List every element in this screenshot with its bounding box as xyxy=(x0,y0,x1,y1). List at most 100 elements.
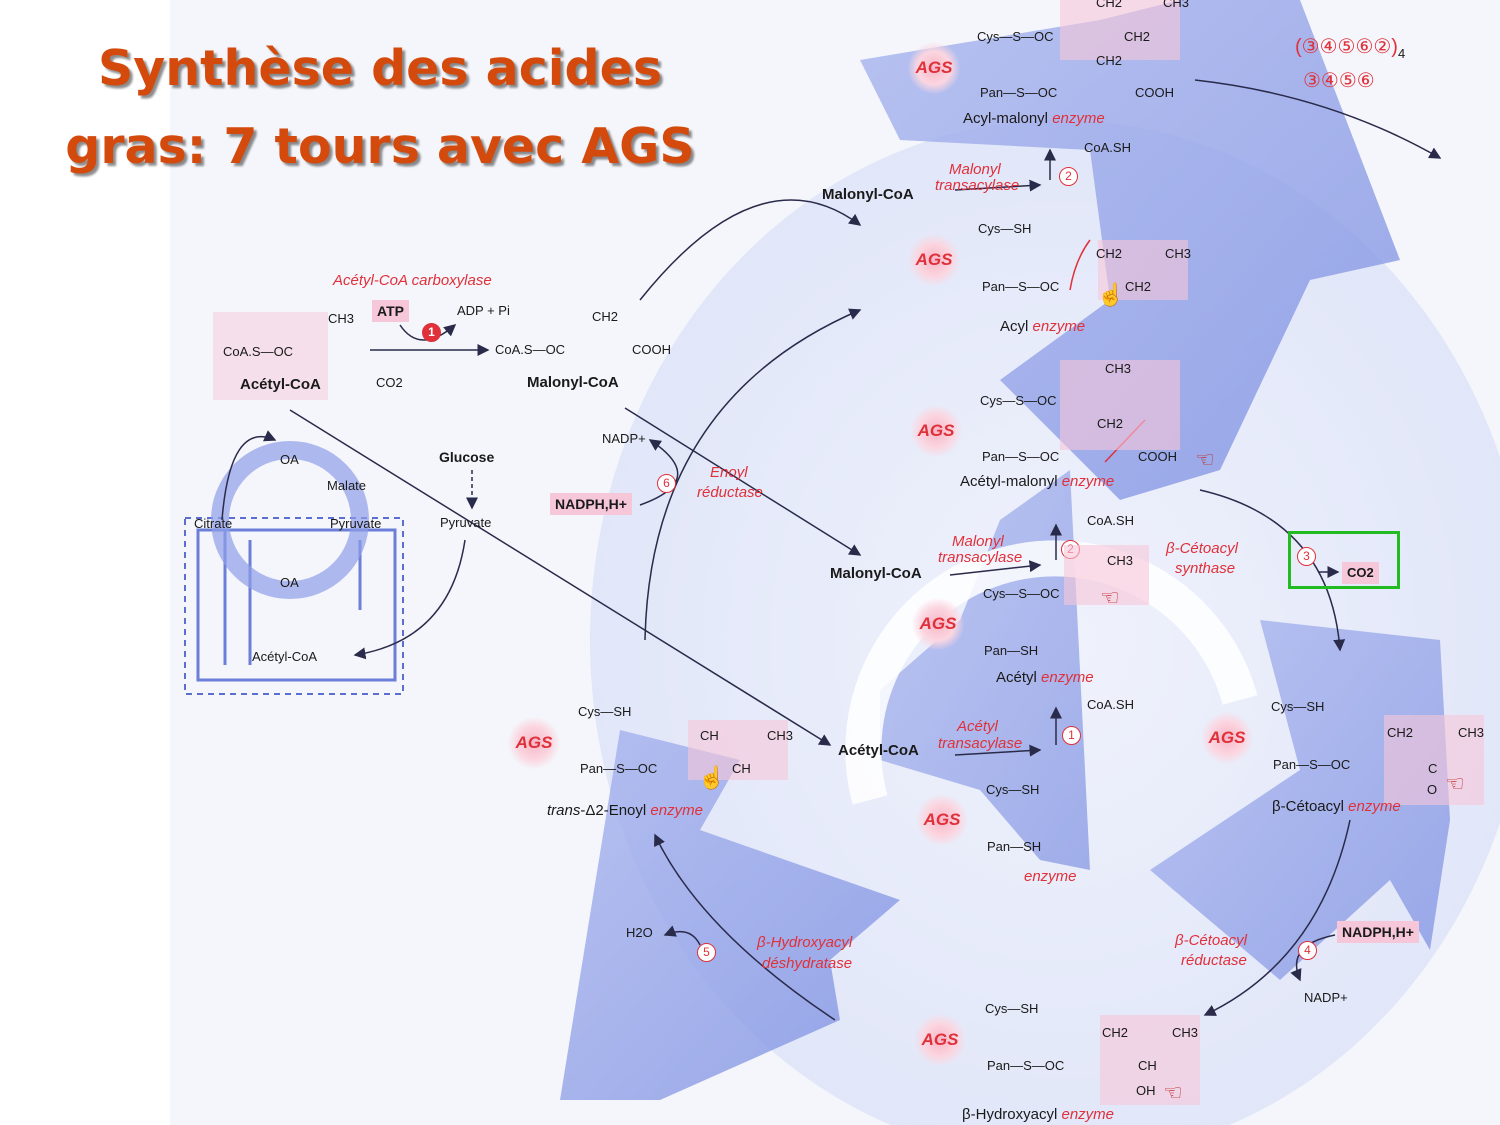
ags-free: AGS xyxy=(916,794,968,846)
pointing-hand-icon: ☝ xyxy=(1097,282,1125,307)
mito-malate: Malate xyxy=(327,478,367,493)
ags-acetyl: AGS xyxy=(912,598,964,650)
cycle-notation-subscript: 4 xyxy=(1397,46,1406,61)
acetyl-malonyl-name: Acétyl-malonyl xyxy=(960,473,1058,490)
enoyl-reductase-label1: Enoyl xyxy=(710,464,748,481)
mito-pyruvate: Pyruvate xyxy=(330,516,382,531)
enoyl-highlight xyxy=(688,720,788,780)
synthase-label1: β-Cétoacyl xyxy=(1166,540,1238,557)
nadph-tag-4: NADPH,H+ xyxy=(1337,921,1419,943)
enoyl-reductase-label2: réductase xyxy=(697,484,763,501)
malonyl-coa-group-cooh: COOH xyxy=(632,342,671,357)
ags-acetyl-malonyl: AGS xyxy=(910,405,962,457)
hydroxyacyl-name: β-Hydroxyacyl xyxy=(962,1106,1058,1123)
big-arrow-right xyxy=(1150,620,1450,980)
acetyl-malonyl-group-1: CH2 xyxy=(1097,416,1124,431)
mito-acetyl-coa: Acétyl-CoA xyxy=(252,649,318,664)
pointing-hand-icon: ☜ xyxy=(1163,1080,1183,1105)
malonyl-coa-mid-substrate: Malonyl-CoA xyxy=(830,565,922,582)
acetyl-malonyl-highlight xyxy=(1060,360,1180,450)
co2-out-tag: CO2 xyxy=(1342,562,1379,584)
acetyl-malonyl-cys: Cys—S—OC xyxy=(980,393,1057,408)
ketoacyl-reductase-1: β-Cétoacyl xyxy=(1175,932,1247,949)
acetyl-malonyl-suffix: enzyme xyxy=(1061,473,1115,490)
cyto-pyruvate: Pyruvate xyxy=(440,515,492,530)
acyl-group-2: CH2 xyxy=(1125,279,1152,294)
mito-oa-bottom: OA xyxy=(280,575,299,590)
acetyl-coa-formula: CoA.S—OC xyxy=(223,344,294,359)
acetyl-malonyl-group-2: COOH xyxy=(1138,449,1177,464)
acyl-malonyl-name: Acyl-malonyl xyxy=(963,110,1049,127)
acyl-name: Acyl xyxy=(1000,318,1029,335)
free-enzyme-label: enzyme xyxy=(1024,868,1077,885)
enoyl-group-1: CH3 xyxy=(767,728,794,743)
ketoacyl-group-0: CH2 xyxy=(1387,725,1414,740)
ags-enoyl: AGS xyxy=(508,717,560,769)
cycle-notation: (③④⑤⑥②)4 xyxy=(1295,36,1406,63)
big-arrow-bottom-left xyxy=(560,730,900,1100)
arrow-reductase xyxy=(1203,819,1351,1016)
acyl-malonyl-group-4: COOH xyxy=(1135,85,1174,100)
ketoacyl-name-row: β-Cétoacyl enzyme xyxy=(1272,798,1401,816)
synthase-label2: synthase xyxy=(1175,560,1236,577)
ags-hydroxyacyl: AGS xyxy=(914,1014,966,1066)
co2-in-label: CO2 xyxy=(376,375,403,390)
acyl-malonyl-cys: Cys—S—OC xyxy=(977,29,1054,44)
malonyl-transacylase-mid-2: transacylase xyxy=(938,549,1023,566)
enoyl-name-row: trans-Δ2-Enoyl enzyme xyxy=(547,802,703,820)
white-ring xyxy=(845,540,1258,805)
ketoacyl-group-1: CH3 xyxy=(1458,725,1485,740)
acetyl-coa-name: Acétyl-CoA xyxy=(240,376,321,393)
arrow-atp xyxy=(399,324,457,341)
malonyl-coa-top-substrate: Malonyl-CoA xyxy=(822,186,914,203)
step-1-badge: 1 xyxy=(422,323,441,342)
nadph-tag-6: NADPH,H+ xyxy=(550,493,632,515)
atp-tag: ATP xyxy=(372,300,409,322)
arrow-condense xyxy=(1069,239,1091,291)
acetyl-coa-group: CH3 xyxy=(328,311,355,326)
step-1-badge-transacylase: 1 xyxy=(1062,726,1081,745)
arrow-enoyl-up xyxy=(644,308,862,641)
acetyl-coa-highlight xyxy=(213,312,328,400)
acyl-malonyl-highlight xyxy=(1060,0,1180,60)
acyl-malonyl-group-2: CH2 xyxy=(1124,29,1151,44)
ags-acyl-malonyl: AGS xyxy=(908,42,960,94)
nadp-label-6: NADP+ xyxy=(602,431,646,446)
step-2-badge-top: 2 xyxy=(1059,167,1078,186)
arrow-malonyl-up xyxy=(639,199,862,301)
acyl-malonyl-group-0: CH2 xyxy=(1096,0,1123,10)
ketoacyl-reductase-2: réductase xyxy=(1181,952,1247,969)
arrow-ct3 xyxy=(954,744,1042,757)
malonyl-transacylase-top-2: transacylase xyxy=(935,177,1020,194)
acetyl-malonyl-pan: Pan—S—OC xyxy=(982,449,1060,464)
enoyl-suffix: enzyme xyxy=(650,802,703,819)
hydroxyacyl-pan: Pan—S—OC xyxy=(987,1058,1065,1073)
acetyl-malonyl-name-row: Acétyl-malonyl enzyme xyxy=(960,473,1114,491)
enoyl-name-prefix: trans xyxy=(547,802,581,819)
coash-bottom: CoA.SH xyxy=(1087,697,1134,712)
pointing-hand-icon: ☜ xyxy=(1100,585,1120,610)
acetyl-coa-transacylase-substrate: Acétyl-CoA xyxy=(838,742,919,759)
ags-acyl: AGS xyxy=(908,234,960,286)
arrow-acyl-out xyxy=(1194,79,1442,159)
page-title: Synthèse des acides gras: 7 tours avec A… xyxy=(65,40,695,175)
hydroxyacyl-group-3: OH xyxy=(1136,1083,1156,1098)
ags-ketoacyl: AGS xyxy=(1201,712,1253,764)
acetyl-transacylase-2: transacylase xyxy=(938,735,1023,752)
dehydratase-label2: déshydratase xyxy=(762,955,853,972)
cycle-notation-line1: (③④⑤⑥②) xyxy=(1295,36,1398,58)
ketoacyl-pan: Pan—S—OC xyxy=(1273,757,1351,772)
acyl-group-0: CH2 xyxy=(1096,246,1123,261)
acyl-highlight xyxy=(1098,240,1188,300)
acyl-malonyl-name-row: Acyl-malonyl enzyme xyxy=(963,110,1105,128)
malonyl-coa-group-ch2: CH2 xyxy=(592,309,619,324)
step-6-badge: 6 xyxy=(657,474,676,493)
malonyl-transacylase-mid-1: Malonyl xyxy=(952,533,1004,550)
acyl-malonyl-pan: Pan—S—OC xyxy=(980,85,1058,100)
nadp-label-4: NADP+ xyxy=(1304,990,1348,1005)
arrow-nadph xyxy=(639,439,679,506)
arrow-pyruvate-in xyxy=(353,539,466,660)
step-5-badge: 5 xyxy=(697,943,716,962)
